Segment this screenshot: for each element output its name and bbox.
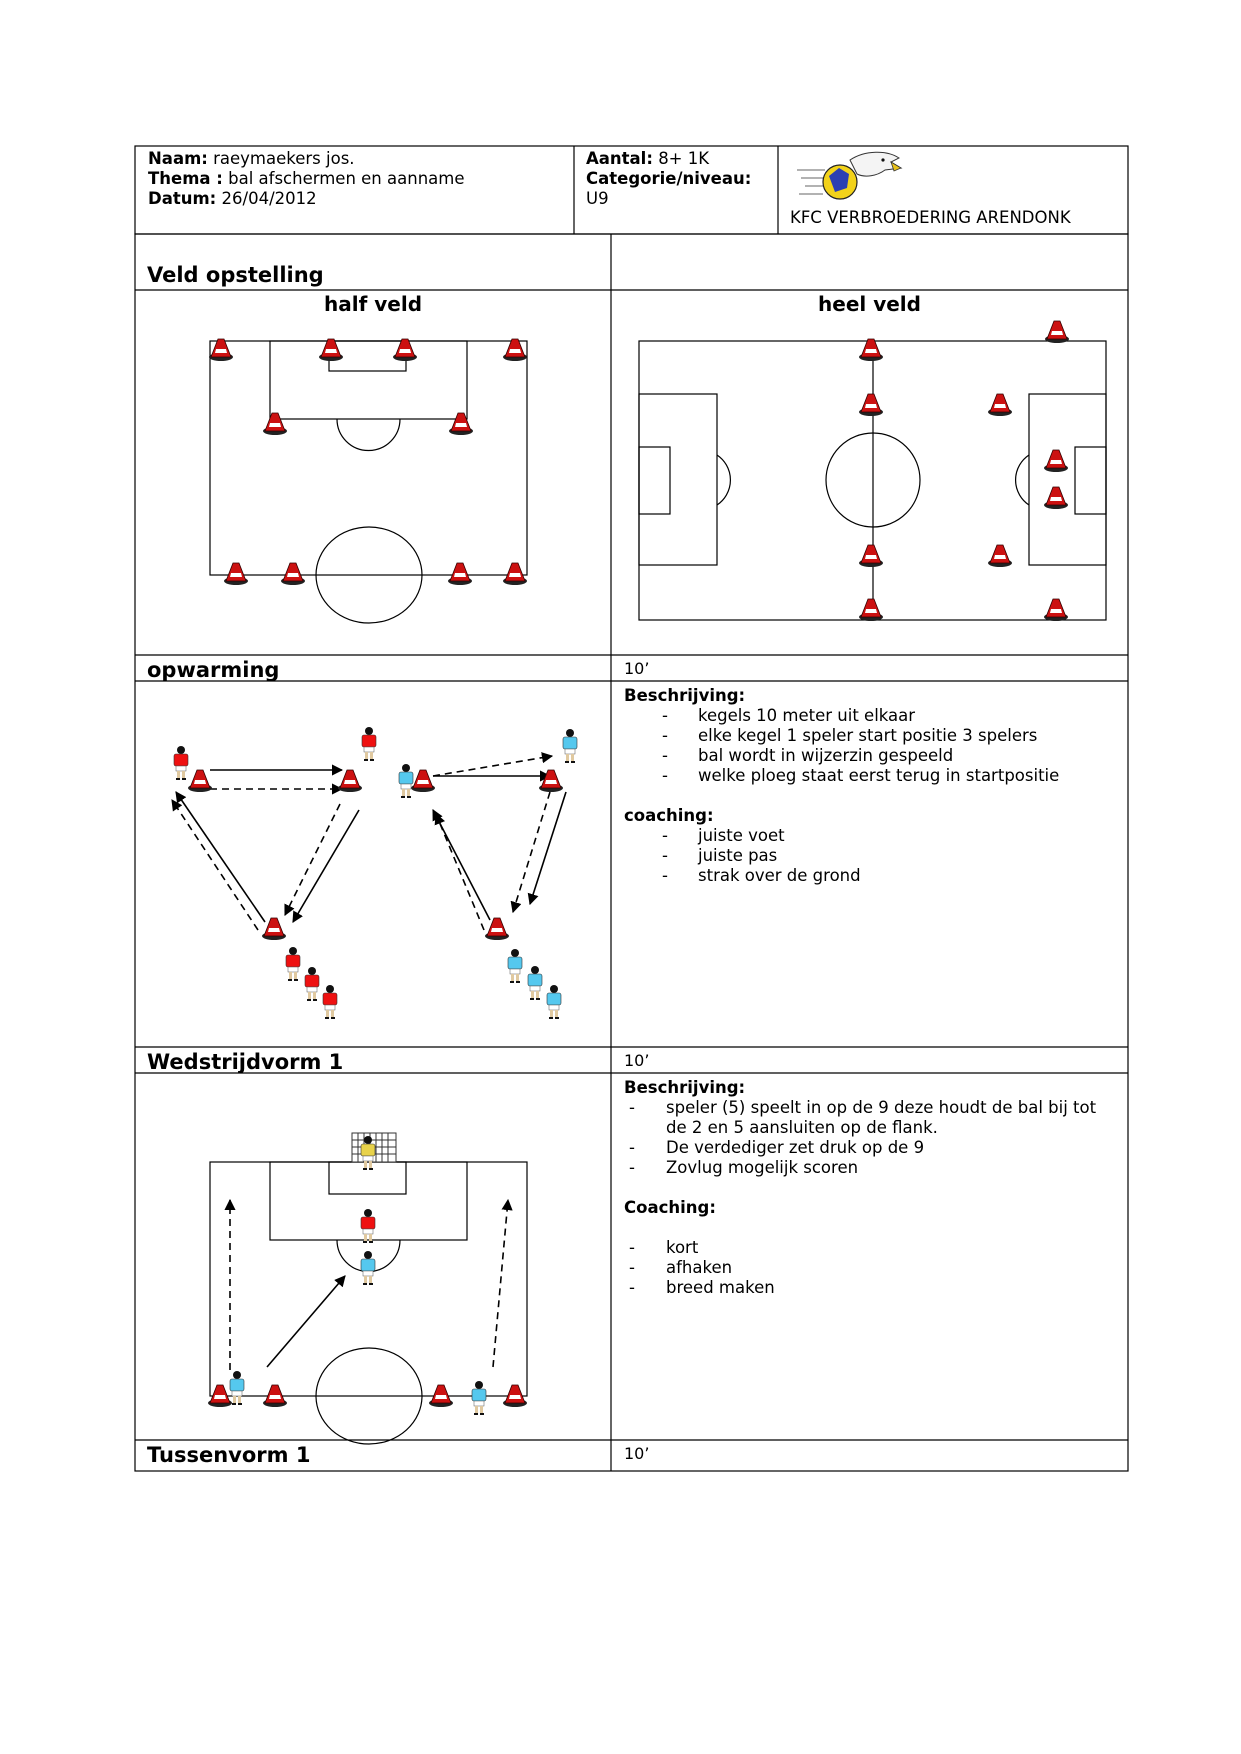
thema-value: bal afschermen en aanname — [228, 169, 465, 188]
cone-icon — [263, 1384, 287, 1407]
categorie-label: Categorie/niveau: — [586, 169, 752, 188]
naam-label: Naam: — [148, 149, 208, 168]
blue-player-icon — [229, 1371, 245, 1405]
cone-icon — [988, 393, 1012, 416]
list-item: -juiste voet — [662, 826, 785, 845]
cone-icon — [449, 412, 473, 435]
datum-value: 26/04/2012 — [221, 189, 317, 208]
wedstrijdvorm-description: Beschrijving: -speler (5) speelt in op d… — [624, 1078, 1119, 1298]
tussenvorm-title: Tussenvorm 1 — [147, 1443, 311, 1467]
cone-icon — [1044, 486, 1068, 509]
opwarming-time: 10’ — [624, 659, 650, 678]
categorie-line: Categorie/niveau: — [586, 169, 751, 189]
list-item: -Zovlug mogelijk scoren — [629, 1158, 859, 1177]
list-item: -strak over de grond — [662, 866, 861, 885]
half-veld-label: half veld — [323, 292, 423, 316]
wedstrijdvorm-title: Wedstrijdvorm 1 — [147, 1050, 344, 1074]
list-item: -afhaken — [629, 1258, 733, 1277]
list-item: -juiste pas — [662, 846, 778, 865]
opwarming-title: opwarming — [147, 658, 280, 682]
wedstrijdvorm-coaching-label: Coaching: — [624, 1198, 716, 1217]
cone-icon — [429, 1384, 453, 1407]
cone-icon — [1044, 598, 1068, 621]
blue-player-icon — [507, 949, 523, 983]
cone-icon — [338, 769, 362, 792]
opwarming-beschrijving-label: Beschrijving: — [624, 686, 746, 705]
cone-icon — [1045, 320, 1069, 343]
blue-player-icon — [546, 985, 562, 1019]
wedstrijdvorm-coaching-list: -kort -afhaken -breed maken — [624, 1238, 1119, 1298]
cone-icon — [859, 598, 883, 621]
list-item: -kort — [629, 1238, 699, 1257]
aantal-label: Aantal: — [586, 149, 653, 168]
blue-player-icon — [527, 966, 543, 1000]
striker-icon — [360, 1251, 376, 1285]
wedstrijdvorm-time: 10’ — [624, 1051, 650, 1070]
cone-icon — [208, 1384, 232, 1407]
tussenvorm-time: 10’ — [624, 1444, 650, 1463]
thema-line: Thema : bal afschermen en aanname — [148, 169, 464, 189]
cone-icon — [988, 544, 1012, 567]
aantal-value: 8+ 1K — [658, 149, 710, 168]
cone-icon — [281, 562, 305, 585]
red-player-icon — [322, 985, 338, 1019]
blue-player-icon — [398, 764, 414, 798]
cone-icon — [859, 338, 883, 361]
naam-value: raeymaekers jos. — [213, 149, 355, 168]
cone-icon — [859, 393, 883, 416]
cone-icon — [448, 562, 472, 585]
naam-line: Naam: raeymaekers jos. — [148, 149, 355, 169]
red-player-icon — [285, 947, 301, 981]
datum-line: Datum: 26/04/2012 — [148, 189, 317, 209]
cone-icon — [188, 769, 212, 792]
cone-icon — [262, 917, 286, 940]
cone-icon — [319, 338, 343, 361]
club-logo-icon — [797, 151, 903, 200]
list-item: -De verdediger zet druk op de 9 — [629, 1138, 925, 1157]
wedstrijdvorm-beschrijving-list: -speler (5) speelt in op de 9 deze houdt… — [624, 1098, 1119, 1178]
opwarming-coaching-list: -juiste voet -juiste pas -strak over de … — [624, 826, 1114, 886]
heel-veld-label: heel veld — [818, 292, 921, 316]
cone-icon — [1044, 449, 1068, 472]
cone-icon — [485, 917, 509, 940]
cone-icon — [209, 338, 233, 361]
categorie-value: U9 — [586, 189, 609, 208]
wedstrijdvorm-beschrijving-label: Beschrijving: — [624, 1078, 746, 1097]
veld-title: Veld opstelling — [147, 263, 324, 287]
list-item: -bal wordt in wijzerzin gespeeld — [662, 746, 954, 765]
cone-icon — [539, 769, 563, 792]
red-player-icon — [173, 746, 189, 780]
thema-label: Thema : — [148, 169, 223, 188]
cone-icon — [503, 338, 527, 361]
blue-player-icon — [471, 1381, 487, 1415]
blue-player-icon — [562, 729, 578, 763]
cone-icon — [503, 562, 527, 585]
red-player-icon — [304, 967, 320, 1001]
list-item: -speler (5) speelt in op de 9 deze houdt… — [629, 1098, 1097, 1137]
list-item: -breed maken — [629, 1278, 775, 1297]
cone-icon — [859, 544, 883, 567]
goalkeeper-icon — [360, 1136, 376, 1170]
defender-icon — [360, 1209, 376, 1243]
aantal-line: Aantal: 8+ 1K — [586, 149, 709, 169]
cone-icon — [224, 562, 248, 585]
list-item: -welke ploeg staat eerst terug in startp… — [662, 766, 1060, 785]
opwarming-coaching-label: coaching: — [624, 806, 714, 825]
red-player-icon — [361, 727, 377, 761]
cone-icon — [411, 769, 435, 792]
opwarming-description: Beschrijving: -kegels 10 meter uit elkaa… — [624, 686, 1114, 886]
datum-label: Datum: — [148, 189, 217, 208]
list-item: -kegels 10 meter uit elkaar — [662, 706, 916, 725]
cone-icon — [263, 412, 287, 435]
cone-icon — [503, 1384, 527, 1407]
list-item: -elke kegel 1 speler start positie 3 spe… — [662, 726, 1038, 745]
opwarming-beschrijving-list: -kegels 10 meter uit elkaar -elke kegel … — [624, 706, 1114, 786]
cone-icon — [393, 338, 417, 361]
club-name: KFC VERBROEDERING ARENDONK — [790, 208, 1071, 227]
